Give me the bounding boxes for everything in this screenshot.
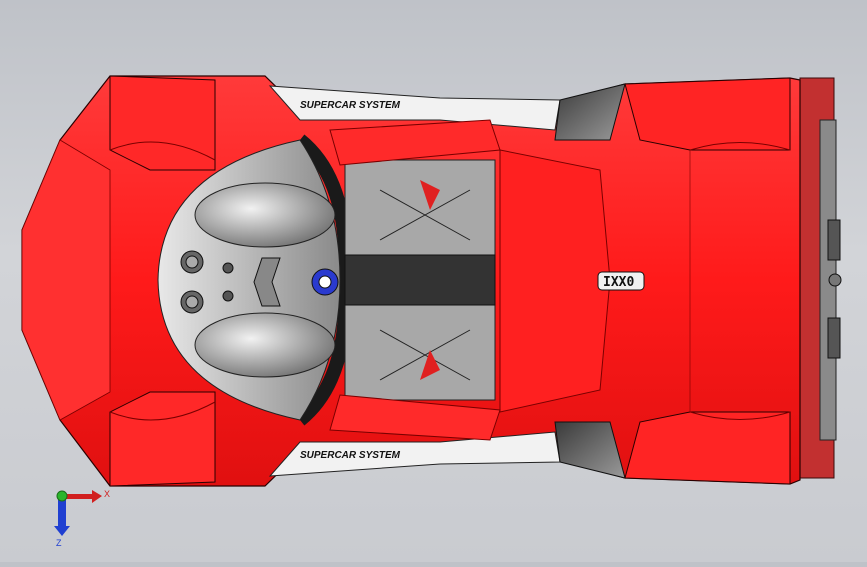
decal-bottom: SUPERCAR SYSTEM: [300, 450, 401, 461]
engine-badge: IXX0: [597, 271, 645, 291]
side-pod-top: SUPERCAR SYSTEM: [268, 83, 626, 141]
center-emblem: [311, 268, 339, 296]
instruments: [180, 250, 281, 314]
seats: [194, 182, 336, 378]
door-bottom: [329, 394, 501, 441]
engine-cover: [499, 149, 611, 413]
triad-z-label: Z: [56, 538, 62, 548]
door-top: [329, 119, 501, 166]
rear-fenders: [624, 77, 791, 485]
front-nose: [21, 75, 216, 487]
side-pod-bottom: SUPERCAR SYSTEM: [268, 421, 626, 479]
coordinate-triad: X Z: [54, 489, 110, 548]
cockpit-frame: [344, 159, 496, 401]
badge-text: IXX0: [603, 275, 634, 290]
triad-x-label: X: [104, 489, 110, 499]
decal-top: SUPERCAR SYSTEM: [300, 100, 401, 111]
rear-structure: [799, 77, 842, 479]
